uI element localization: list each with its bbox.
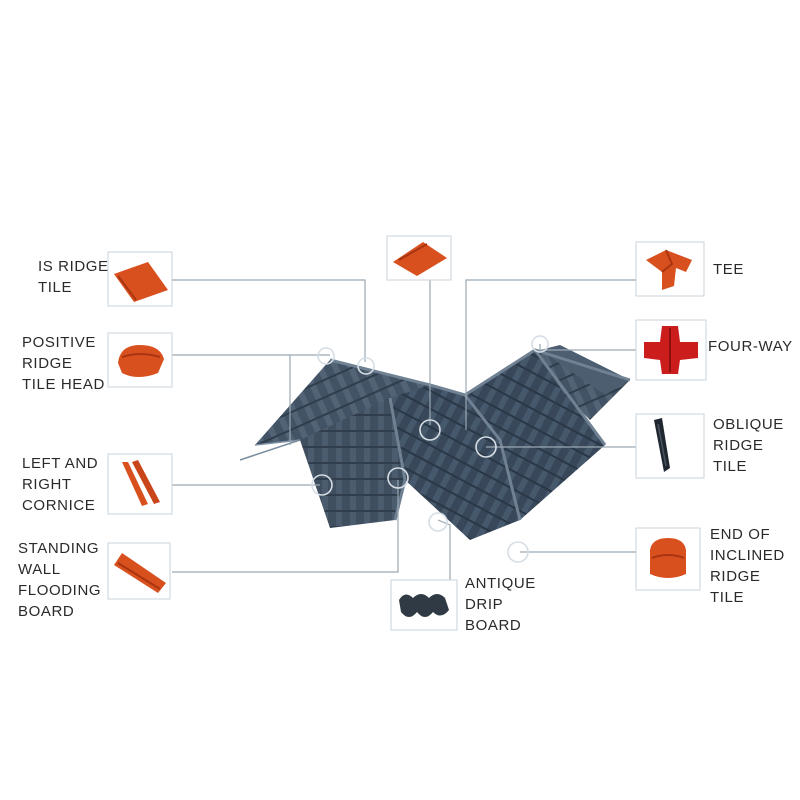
ridge-head-icon: [107, 332, 173, 388]
label-line: RIGHT: [22, 476, 72, 493]
label-line: INCLINED: [710, 547, 785, 564]
oblique-ridge-icon: [635, 413, 705, 479]
ridge-tile-icon: [107, 251, 173, 307]
label-line: CORNICE: [22, 497, 96, 514]
label-antique-drip-board: ANTIQUE DRIP BOARD: [465, 573, 536, 636]
label-line: DRIP: [465, 596, 504, 613]
label-end-of-inclined-ridge-tile: END OF INCLINED RIDGE TILE: [710, 524, 785, 608]
hotspot-circle: [419, 419, 441, 441]
label-line: FLOODING: [18, 582, 102, 599]
label-line: FOUR-WAY: [708, 338, 793, 355]
label-line: TILE: [710, 589, 745, 606]
label-line: END OF: [710, 526, 771, 543]
label-line: TILE HEAD: [22, 376, 105, 393]
label-line: STANDING: [18, 540, 100, 557]
label-line: RIDGE: [713, 437, 764, 454]
label-tee: TEE: [713, 259, 744, 280]
roof-front-gable: [300, 398, 405, 528]
label-line: TEE: [713, 261, 744, 278]
drip-board-icon: [390, 579, 458, 631]
label-line: RIDGE: [22, 355, 73, 372]
label-left-and-right-cornice: LEFT AND RIGHT CORNICE: [22, 453, 98, 516]
hotspot-circle: [507, 541, 529, 563]
tee-icon: [635, 241, 705, 297]
label-line: BOARD: [18, 603, 75, 620]
label-standing-wall-flooding-board: STANDING WALL FLOODING BOARD: [18, 538, 101, 622]
label-line: TILE: [713, 458, 748, 475]
hotspot-circle: [317, 347, 335, 365]
hotspot-markers: [311, 335, 549, 563]
roof-back-wing: [535, 350, 630, 420]
hotspot-circle: [387, 467, 409, 489]
roof-illustration: [239, 345, 631, 540]
label-line: POSITIVE: [22, 334, 96, 351]
roof-right-slope: [465, 350, 605, 520]
label-oblique-ridge-tile: OBLIQUE RIDGE TILE: [713, 414, 784, 477]
hotspot-circle: [357, 357, 375, 375]
roof-tile-icon: [386, 235, 452, 281]
leader-lines: [172, 279, 636, 580]
label-four-way: FOUR-WAY: [708, 336, 793, 357]
label-line: OBLIQUE: [713, 416, 784, 433]
four-way-icon: [635, 319, 707, 381]
label-line: IS RIDGE: [38, 258, 109, 275]
label-positive-ridge-tile-head: POSITIVE RIDGE TILE HEAD: [22, 332, 105, 395]
cornice-icon: [107, 453, 173, 515]
label-line: BOARD: [465, 617, 522, 634]
hotspot-circle: [531, 335, 549, 353]
label-line: WALL: [18, 561, 61, 578]
label-line: LEFT AND: [22, 455, 99, 472]
flooding-board-icon: [107, 542, 171, 600]
hotspot-circle: [475, 436, 497, 458]
label-is-ridge-tile: IS RIDGE TILE: [38, 256, 109, 298]
inclined-ridge-end-icon: [635, 527, 701, 591]
hotspot-circle: [428, 512, 448, 532]
label-line: RIDGE: [710, 568, 761, 585]
hotspot-circle: [311, 474, 333, 496]
label-line: ANTIQUE: [465, 575, 536, 592]
label-line: TILE: [38, 279, 73, 296]
